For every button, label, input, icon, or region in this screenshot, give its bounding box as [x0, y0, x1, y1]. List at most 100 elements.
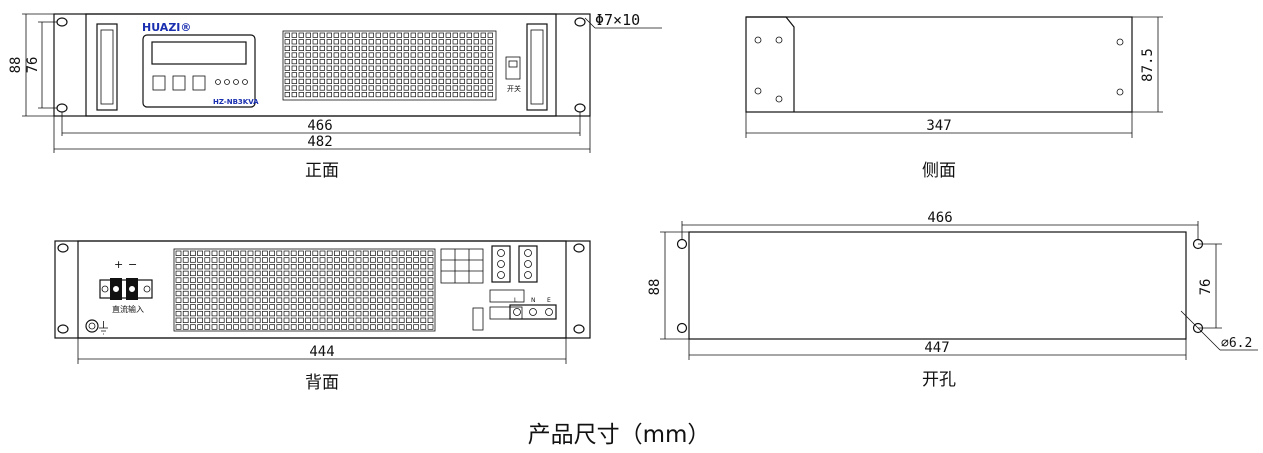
vent-slot	[396, 39, 402, 45]
vent-slot	[269, 250, 275, 256]
vent-slot	[276, 290, 283, 297]
vent-slot	[298, 264, 304, 270]
vent-slot	[375, 85, 381, 91]
vent-slot	[190, 297, 196, 303]
vent-slot	[466, 45, 472, 51]
vent-slot	[290, 324, 297, 330]
vent-slot	[175, 324, 182, 330]
vent-slot	[398, 264, 405, 270]
vent-slot	[204, 290, 211, 297]
vent-slot	[370, 310, 376, 317]
vent-slot	[291, 59, 297, 65]
vent-slot	[254, 317, 261, 323]
vent-slot	[333, 85, 339, 91]
vent-slot	[398, 297, 405, 303]
back-vent-frame	[173, 248, 436, 332]
vent-slot	[283, 324, 290, 330]
indicator-led	[242, 79, 248, 85]
vent-slot	[175, 284, 182, 290]
vent-slot	[452, 92, 458, 98]
vent-slot	[398, 290, 405, 297]
vent-slot	[340, 39, 346, 45]
vent-slot	[403, 39, 409, 45]
vent-slot	[204, 277, 211, 283]
vent-slot	[417, 52, 423, 58]
vent-slot	[312, 270, 319, 277]
vent-slot	[197, 310, 203, 317]
front-vent-grid	[284, 32, 493, 98]
vent-slot	[326, 72, 332, 78]
vent-slot	[396, 52, 402, 58]
vent-slot	[247, 277, 254, 283]
vent-slot	[333, 78, 339, 84]
vent-slot	[420, 270, 427, 277]
vent-slot	[262, 310, 268, 317]
power-switch-label: 开关	[507, 84, 521, 93]
vent-slot	[254, 324, 261, 330]
vent-slot	[362, 257, 369, 263]
vent-slot	[403, 59, 409, 65]
vent-slot	[175, 257, 182, 263]
vent-slot	[262, 317, 268, 323]
vent-slot	[355, 277, 362, 283]
vent-slot	[197, 304, 203, 310]
vent-slot	[354, 92, 360, 98]
vent-slot	[403, 45, 409, 51]
vent-slot	[190, 310, 196, 317]
vent-slot	[375, 92, 381, 98]
vent-slot	[284, 39, 290, 45]
vent-slot	[370, 270, 376, 277]
vent-slot	[319, 85, 325, 91]
vent-slot	[247, 304, 254, 310]
vent-slot	[438, 78, 444, 84]
vent-slot	[312, 257, 319, 263]
vent-slot	[354, 39, 360, 45]
vent-slot	[233, 310, 239, 317]
vent-slot	[211, 270, 218, 277]
vent-slot	[312, 264, 319, 270]
cutout-view-label: 开孔	[922, 370, 956, 390]
vent-slot	[333, 59, 339, 65]
vent-slot	[410, 32, 416, 38]
vent-slot	[312, 59, 318, 65]
vent-slot	[398, 270, 405, 277]
vent-slot	[427, 317, 434, 323]
vent-slot	[389, 65, 395, 71]
vent-slot	[438, 85, 444, 91]
vent-slot	[305, 270, 311, 277]
vent-slot	[480, 32, 486, 38]
vent-slot	[347, 92, 353, 98]
vent-slot	[413, 284, 419, 290]
terminal-screw	[529, 308, 537, 316]
vent-slot	[410, 78, 416, 84]
vent-slot	[326, 257, 333, 263]
vent-slot	[240, 250, 247, 256]
vent-slot	[326, 297, 333, 303]
vent-slot	[298, 310, 304, 317]
vent-slot	[361, 65, 367, 71]
vent-slot	[197, 264, 203, 270]
vent-slot	[218, 304, 225, 310]
vent-slot	[382, 85, 388, 91]
vent-slot	[326, 324, 333, 330]
vent-slot	[290, 290, 297, 297]
vent-slot	[305, 297, 311, 303]
vent-slot	[487, 85, 493, 91]
vent-slot	[319, 290, 326, 297]
positive-sign: +	[114, 258, 123, 271]
vent-slot	[424, 45, 430, 51]
vent-slot	[218, 297, 225, 303]
vent-slot	[305, 257, 311, 263]
vent-slot	[319, 78, 325, 84]
vent-slot	[424, 32, 430, 38]
vent-slot	[384, 257, 391, 263]
vent-slot	[290, 317, 297, 323]
vent-slot	[218, 270, 225, 277]
vent-slot	[368, 52, 374, 58]
vent-slot	[361, 45, 367, 51]
vent-slot	[382, 78, 388, 84]
vent-slot	[197, 284, 203, 290]
vent-slot	[305, 310, 311, 317]
vent-slot	[226, 290, 232, 297]
vent-slot	[354, 52, 360, 58]
